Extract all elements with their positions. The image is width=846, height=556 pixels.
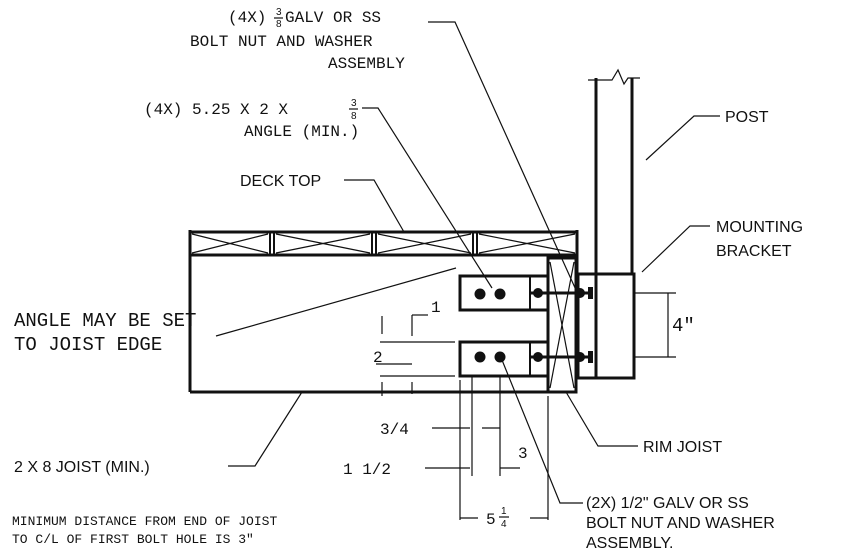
post-label: POST [725, 109, 769, 126]
angle-note-label-1: ANGLE MAY BE SET [14, 310, 196, 332]
dim-3-label: 3 [518, 445, 528, 463]
dim-1-1-2-label: 1 1/2 [343, 461, 391, 479]
rim-joist [546, 256, 578, 394]
bolt-top-frac-den: 8 [276, 19, 282, 30]
angle-bottom [458, 340, 550, 378]
dimension-4in [634, 292, 676, 358]
bolt-bottom-label-3: ASSEMBLY. [586, 535, 673, 552]
dim-5-label: 5 [486, 511, 496, 529]
leader-lines [215, 21, 720, 504]
dim-5-frac-den: 4 [501, 519, 507, 530]
angle-label-2: ANGLE (MIN.) [244, 123, 359, 141]
dimension-left-verticals [376, 314, 455, 396]
mounting-bracket-label-2: BRACKET [716, 243, 792, 260]
bolt-top-label-2: BOLT NUT AND WASHER [190, 33, 373, 51]
angle-frac-num: 3 [351, 98, 357, 109]
mounting-bracket-label-1: MOUNTING [716, 219, 803, 236]
bolt-bottom-label-2: BOLT NUT AND WASHER [586, 515, 775, 532]
min-distance-note-1: MINIMUM DISTANCE FROM END OF JOIST [12, 514, 277, 529]
dim-3-4-label: 3/4 [380, 421, 409, 439]
bolt-top-frac-num: 3 [276, 7, 282, 18]
dim-2-label: 2 [373, 349, 383, 367]
angle-frac-den: 8 [351, 111, 357, 122]
rim-joist-label: RIM JOIST [643, 439, 722, 456]
joist-label: 2 X 8 JOIST (MIN.) [14, 459, 150, 476]
deck-top-label: DECK TOP [240, 173, 321, 190]
dim-1-label: 1 [431, 299, 441, 317]
joist-bolts [474, 288, 506, 363]
min-distance-note-2: TO C/L OF FIRST BOLT HOLE IS 3" [12, 532, 254, 547]
mounting-bracket [576, 272, 636, 380]
dimension-bottom [425, 376, 549, 520]
break-line [588, 68, 640, 86]
angle-note-label-2: TO JOIST EDGE [14, 334, 162, 356]
angle-label-1: (4X) 5.25 X 2 X [144, 101, 288, 119]
bolt-top-label-1b: GALV OR SS [285, 9, 381, 27]
bolt-top-label-3: ASSEMBLY [328, 55, 405, 73]
post [588, 68, 640, 378]
bolt-top-label-1a: (4X) [228, 9, 266, 27]
bolt-bottom-label-1: (2X) 1/2" GALV OR SS [586, 495, 749, 512]
dim-5-frac-num: 1 [501, 506, 507, 517]
dim-4-label: 4" [672, 315, 695, 337]
through-bolts [530, 287, 593, 363]
deck-top-boards [188, 230, 579, 392]
